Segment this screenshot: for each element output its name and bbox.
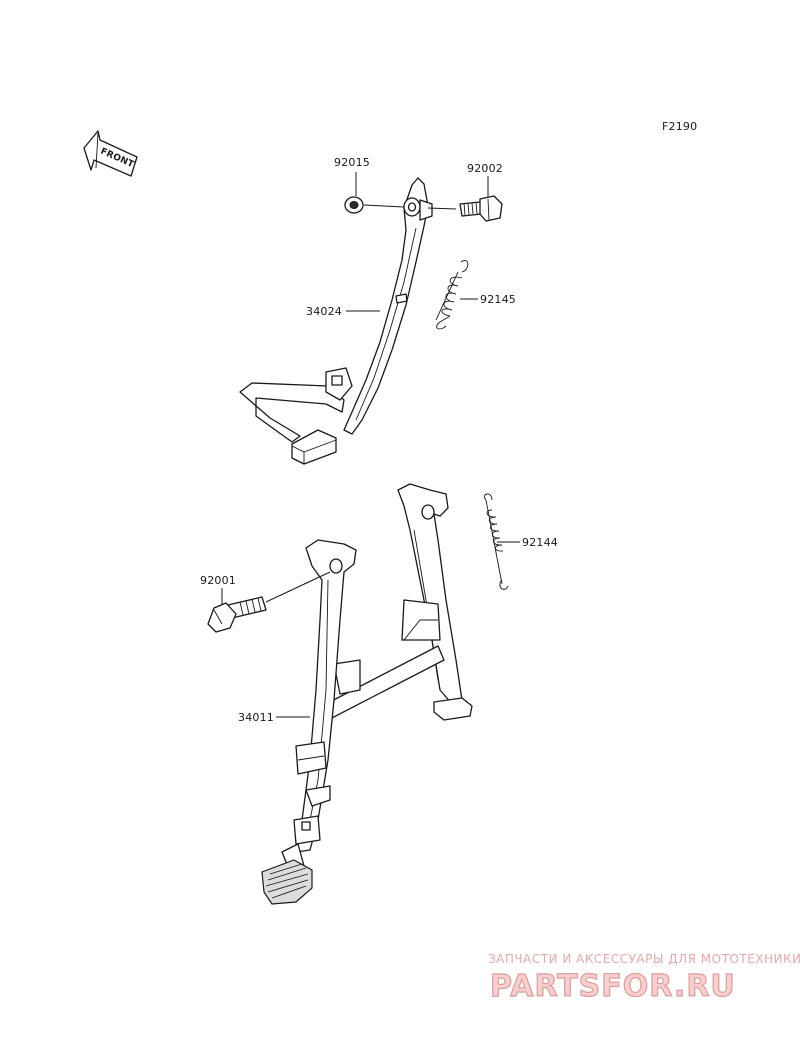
spring-92145 — [435, 260, 469, 330]
center-stand-34011 — [261, 483, 473, 905]
watermark-tagline: ЗАПЧАСТИ И АКСЕССУАРЫ ДЛЯ МОТОТЕХНИКИ — [488, 952, 800, 966]
bolt-92002 — [459, 195, 503, 222]
leader-lines — [221, 172, 520, 718]
nut-92015 — [344, 196, 364, 214]
part-number-92144: 92144 — [522, 536, 558, 549]
side-stand-34024 — [239, 177, 433, 465]
figure-code: F2190 — [662, 120, 697, 133]
front-arrow-icon: FRONT — [83, 130, 138, 177]
part-number-92145: 92145 — [480, 293, 516, 306]
part-number-34011: 34011 — [238, 711, 274, 724]
part-number-92001: 92001 — [200, 574, 236, 587]
part-number-34024: 34024 — [306, 305, 342, 318]
watermark: ЗАПЧАСТИ И АКСЕССУАРЫ ДЛЯ МОТОТЕХНИКИ PA… — [488, 952, 800, 1005]
bolt-92001 — [207, 596, 267, 633]
spring-92144 — [483, 493, 509, 590]
part-number-92015: 92015 — [334, 156, 370, 169]
watermark-logo: PARTSFOR.RU — [490, 969, 736, 1004]
part-number-92002: 92002 — [467, 162, 503, 175]
